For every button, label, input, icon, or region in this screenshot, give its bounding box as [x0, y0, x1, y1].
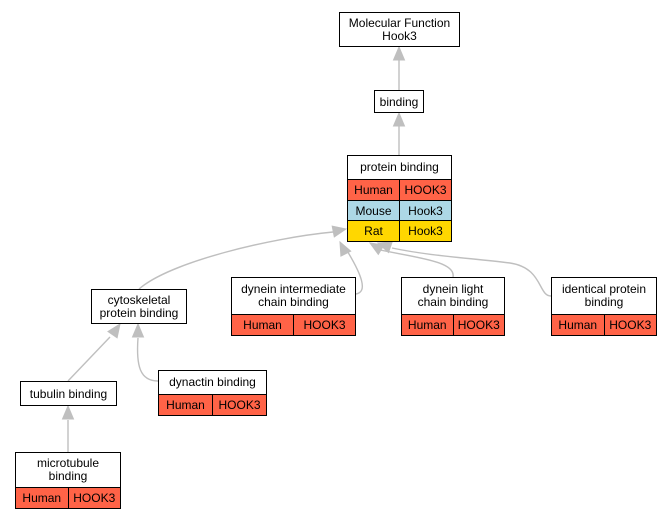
- species-label: Human: [354, 182, 393, 197]
- species-row-mouse: Mouse Hook3: [348, 199, 451, 221]
- species-row-human: Human HOOK3: [16, 487, 120, 508]
- node-title-line: Hook3: [382, 29, 417, 43]
- edge-tubulin-binding-to-cytoskeletal-protein-binding: [67, 322, 121, 382]
- edge-line: [138, 231, 334, 290]
- gene-label: HOOK3: [603, 315, 657, 335]
- arrowhead: [339, 240, 352, 257]
- species-row-rat: Rat Hook3: [348, 220, 451, 242]
- species-label: Rat: [364, 224, 383, 239]
- edge-line: [345, 248, 364, 295]
- node-title-line: identical protein: [561, 282, 647, 296]
- species-label: Mouse: [355, 203, 392, 218]
- node-title-line: binding: [379, 94, 419, 109]
- edge-line: [379, 249, 454, 278]
- gene-label: Hook3: [399, 221, 451, 242]
- edge-protein-binding-to-binding: [392, 111, 406, 155]
- arrowhead: [107, 322, 121, 339]
- node-title-line: dynein intermediate: [241, 282, 346, 296]
- species-row-human: Human HOOK3: [159, 394, 266, 415]
- species-row-human: Human HOOK3: [402, 314, 504, 335]
- edge-microtubule-binding-to-tubulin-binding: [61, 404, 75, 452]
- node-title-line: binding: [584, 295, 624, 309]
- node-title-line: dynactin binding: [169, 375, 256, 389]
- node-title-line: protein binding: [99, 306, 179, 320]
- edge-line: [67, 336, 111, 382]
- edge-dynein-intermediate-chain-binding-to-protein-binding: [339, 240, 364, 295]
- node-title-line: microtubule: [36, 456, 100, 470]
- node-title-line: chain binding: [258, 295, 329, 309]
- species-row-human: Human HOOK3: [232, 314, 355, 335]
- edge-identical-protein-binding-to-protein-binding: [376, 241, 552, 297]
- node-title-line: dynein light: [422, 282, 484, 296]
- gene-label: Hook3: [399, 200, 451, 221]
- gene-label: HOOK3: [452, 315, 505, 335]
- species-label: Human: [243, 318, 282, 332]
- edge-cytoskeletal-protein-binding-to-protein-binding: [138, 225, 348, 290]
- node-title: dynactin binding: [159, 371, 266, 394]
- node-title-line: Molecular Function: [348, 16, 451, 30]
- arrowhead: [131, 322, 145, 338]
- arrowhead: [61, 404, 75, 420]
- node-title-line: cytoskeletal: [107, 293, 171, 307]
- node-title-line: protein binding: [360, 160, 439, 174]
- gene-label: HOOK3: [67, 488, 121, 508]
- node-binding[interactable]: binding: [374, 90, 424, 113]
- gene-label: HOOK3: [399, 180, 451, 200]
- edge-line: [136, 337, 159, 382]
- node-title: tubulin binding: [21, 382, 116, 406]
- node-title-line: tubulin binding: [29, 386, 108, 401]
- species-row-human: Human HOOK3: [348, 179, 451, 200]
- arrowhead: [376, 241, 393, 254]
- gene-label: HOOK3: [293, 315, 355, 335]
- node-tubulin-binding[interactable]: tubulin binding: [20, 381, 117, 406]
- species-row-human: Human HOOK3: [552, 314, 656, 335]
- species-label: Human: [407, 318, 447, 332]
- arrowhead: [331, 225, 348, 238]
- species-label: Human: [166, 398, 205, 412]
- node-title: binding: [375, 91, 423, 113]
- arrowhead: [392, 45, 406, 61]
- arrowhead: [392, 111, 406, 127]
- species-label: Human: [22, 491, 62, 505]
- species-label: Human: [558, 318, 598, 332]
- node-title-line: chain binding: [417, 295, 489, 309]
- edge-line: [391, 247, 552, 297]
- edge-binding-to-molecular-function: [392, 45, 406, 90]
- edge-dynactin-binding-to-cytoskeletal-protein-binding: [131, 322, 159, 382]
- edge-dynein-light-chain-binding-to-protein-binding: [368, 242, 454, 278]
- node-title-line: binding: [48, 469, 88, 483]
- gene-label: HOOK3: [212, 395, 266, 415]
- node-title: protein binding: [348, 156, 451, 179]
